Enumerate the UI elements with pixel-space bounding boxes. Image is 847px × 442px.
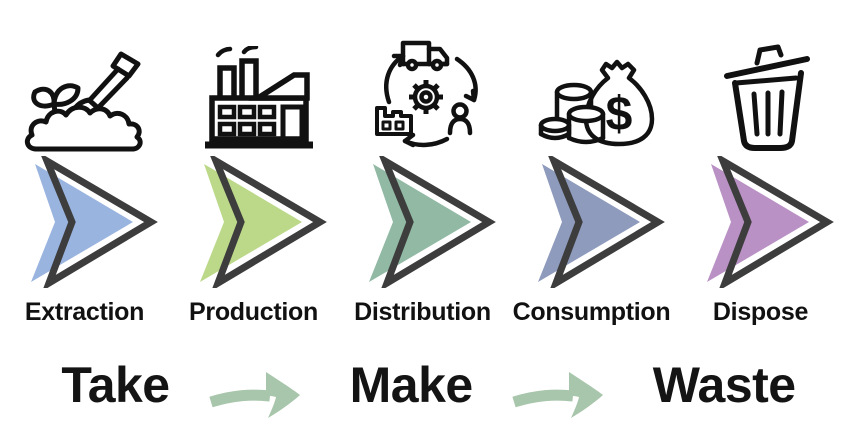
chevron-fill: [199, 164, 302, 282]
stage-production: Production: [169, 34, 338, 327]
money-bag-coins-icon: $: [538, 59, 654, 147]
take-make-waste-row: Take Make Waste: [0, 349, 847, 421]
brush-arrow-icon: [209, 372, 300, 418]
summary-word-take: Take: [61, 357, 170, 413]
brush-arrow-icon: [512, 372, 603, 418]
distribution-icon-box: [369, 34, 487, 152]
chevron-outline: [547, 156, 665, 288]
extraction-icon-box: [24, 34, 156, 152]
consumption-icon-box: $: [534, 34, 660, 152]
production-icon-box: [201, 34, 317, 152]
factory-icon: [204, 46, 313, 149]
stage-label-consumption: Consumption: [512, 298, 671, 326]
chevron-outline: [209, 156, 327, 288]
extraction-chevron-arrow: [30, 156, 158, 288]
chevron-outline: [378, 156, 496, 288]
consumption-chevron-arrow: [537, 156, 665, 288]
stage-label-extraction: Extraction: [24, 298, 145, 326]
stage-extraction: Extraction: [0, 34, 169, 327]
chevron-fill: [706, 164, 809, 282]
stage-label-production: Production: [189, 298, 318, 326]
shovel-soil-sprout-icon: [24, 51, 143, 152]
chevron-outline: [40, 156, 158, 288]
stage-distribution: Distribution: [338, 34, 507, 327]
chevron-fill: [368, 164, 471, 282]
stages-row: Extraction: [0, 34, 845, 327]
summary-word-make: Make: [349, 357, 474, 413]
chevron-fill: [537, 164, 640, 282]
stage-consumption: $ Consumption: [507, 34, 676, 327]
stage-label-dispose: Dispose: [712, 298, 809, 326]
dollar-sign: $: [605, 88, 632, 141]
stage-label-distribution: Distribution: [354, 298, 491, 326]
distribution-chevron-arrow: [368, 156, 496, 288]
dispose-icon-box: [717, 34, 815, 152]
dispose-chevron-arrow: [706, 156, 834, 288]
summary-word-waste: Waste: [652, 357, 796, 413]
trash-can-icon: [723, 44, 810, 151]
stage-dispose: Dispose: [676, 34, 845, 327]
production-chevron-arrow: [199, 156, 327, 288]
logistics-cycle-icon: [374, 40, 478, 148]
chevron-fill: [30, 164, 133, 282]
chevron-outline: [716, 156, 834, 288]
